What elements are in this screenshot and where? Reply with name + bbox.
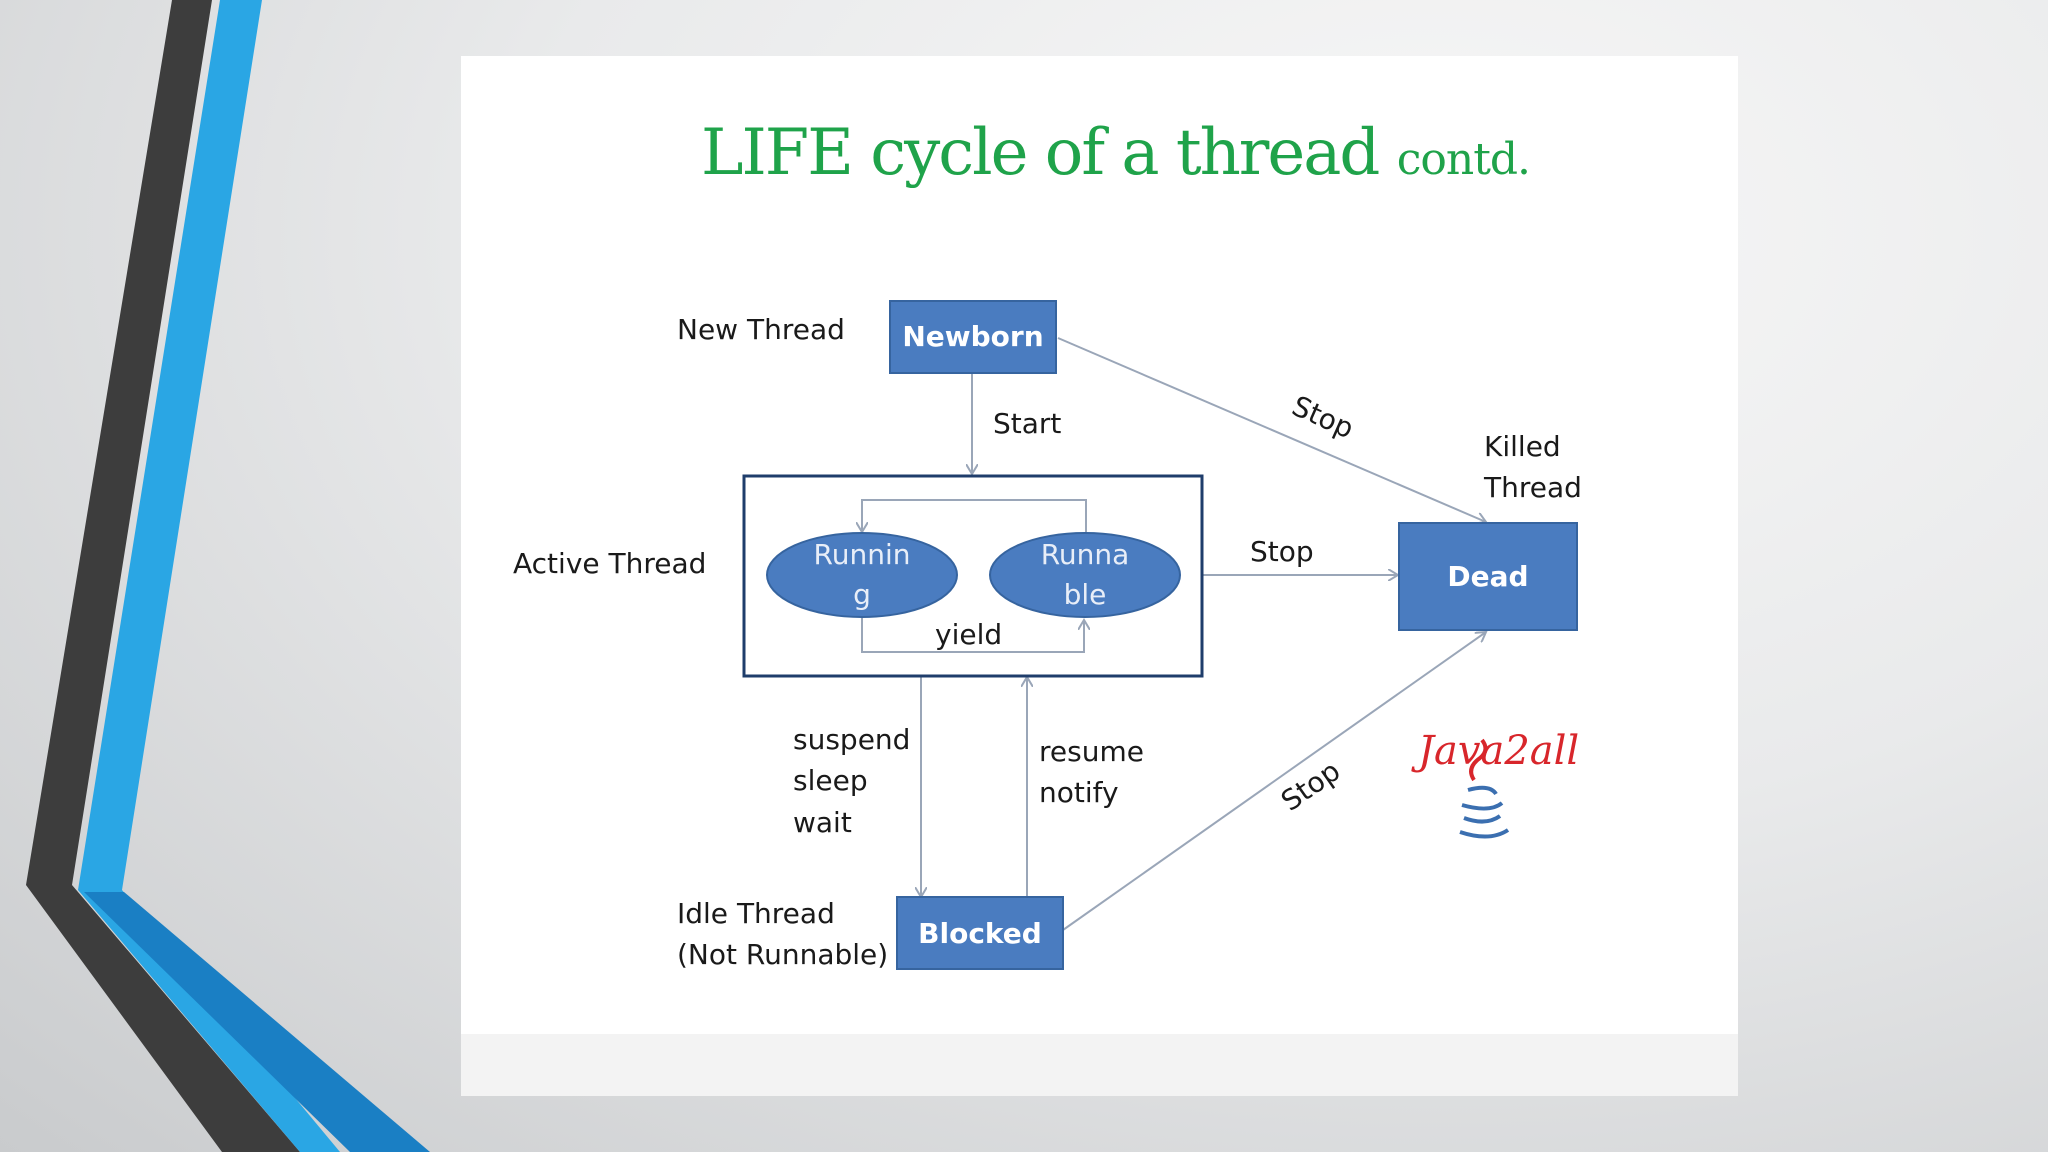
dead-label: Dead (1447, 560, 1528, 593)
runnable-label-1: Runna (1041, 538, 1130, 571)
killed-thread-label-1: Killed (1484, 430, 1561, 463)
blocked-label: Blocked (918, 917, 1042, 950)
yield-loop-top (862, 499, 1087, 532)
title-suffix: contd. (1396, 134, 1531, 185)
dead-box (1398, 522, 1578, 631)
yield-label: yield (935, 618, 1002, 651)
idle-thread-label-1: Idle Thread (677, 897, 835, 930)
blue-stripe-lower (84, 892, 430, 1152)
running-label-1: Runnin (814, 538, 911, 571)
yield-loop-bottom (861, 618, 1084, 653)
idle-thread-label-2: (Not Runnable) (677, 938, 888, 971)
active-thread-container (742, 474, 1204, 678)
running-label-2: g (853, 578, 871, 611)
stop-arrow-blocked-dead (1062, 632, 1486, 931)
logo-text: Java2all (1411, 728, 1579, 774)
active-thread-label: Active Thread (513, 547, 706, 580)
stop-label-bottom: Stop (1275, 754, 1346, 818)
stop-label-middle: Stop (1250, 535, 1314, 568)
runnable-label-2: ble (1064, 578, 1107, 611)
notify-label: notify (1039, 776, 1119, 809)
blue-stripe (78, 0, 340, 1152)
card-footer-band (461, 1034, 1738, 1096)
java-cup-icon (1459, 738, 1510, 839)
newborn-label: Newborn (902, 320, 1043, 353)
start-label: Start (993, 407, 1061, 440)
wait-label: wait (793, 806, 852, 839)
killed-thread-label-2: Thread (1483, 471, 1582, 504)
running-ellipse (766, 532, 958, 618)
newborn-box (889, 300, 1057, 374)
title-main: LIFE cycle of a thread (701, 116, 1380, 190)
java2all-logo: Java2all (1411, 728, 1579, 839)
resume-label: resume (1039, 735, 1144, 768)
blocked-box (896, 896, 1064, 970)
slide-title: LIFE cycle of a thread contd. (701, 116, 1531, 190)
stop-label-top: Stop (1287, 389, 1359, 445)
dark-stripe (26, 0, 300, 1152)
stop-arrow-newborn-dead (1057, 337, 1486, 522)
new-thread-label: New Thread (677, 313, 845, 346)
suspend-label: suspend (793, 723, 910, 756)
runnable-ellipse (989, 532, 1181, 618)
sleep-label: sleep (793, 764, 868, 797)
